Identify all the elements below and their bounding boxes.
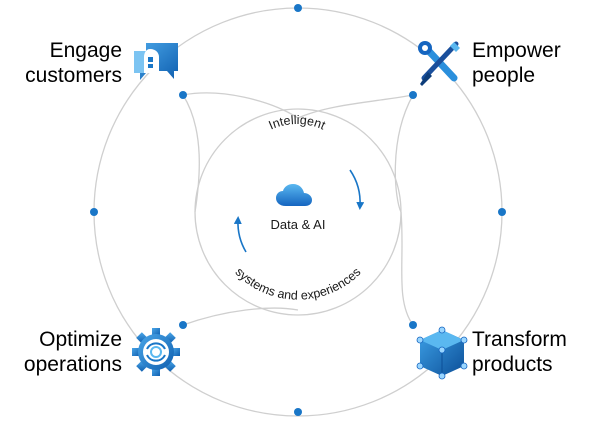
gear-icon <box>132 328 180 376</box>
node-dot <box>409 91 417 99</box>
transform-label-line1: Transform <box>472 328 567 351</box>
node-dot <box>179 321 187 329</box>
node-dot <box>294 4 302 12</box>
optimize-label-line2: operations <box>24 353 122 376</box>
systems-arc-textpath: systems and experiences <box>233 265 364 303</box>
node-dot <box>90 208 98 216</box>
intelligent-arc-textpath: Intelligent <box>267 113 328 133</box>
transform-label-line2: products <box>472 353 553 376</box>
systems-arc-text: systems and experiences <box>233 265 364 303</box>
connector-top-left <box>182 92 299 119</box>
cloud-icon <box>276 184 312 206</box>
engage-label-line2: customers <box>25 64 122 87</box>
node-dot <box>294 408 302 416</box>
core-label: Data & AI <box>271 217 326 232</box>
connector-top-right <box>297 94 414 119</box>
connector-bottom-left <box>182 307 299 326</box>
empower-label-line2: people <box>472 64 535 87</box>
connector-right <box>394 94 414 213</box>
connector-bottom-right <box>400 211 414 326</box>
node-dot <box>179 91 187 99</box>
cube-icon <box>416 326 468 380</box>
node-dot <box>498 208 506 216</box>
cycle-arrow-left <box>233 216 247 253</box>
intelligent-arc-text: Intelligent <box>267 113 328 133</box>
cycle-arrow-right <box>349 169 365 210</box>
node-dots <box>90 4 506 416</box>
chat-bubbles-icon <box>134 43 178 80</box>
wrench-screwdriver-icon <box>418 41 460 86</box>
inner-ring <box>194 108 402 316</box>
empower-label-line1: Empower <box>472 39 561 62</box>
engage-label-line1: Engage <box>50 39 122 62</box>
connector-left <box>182 94 200 213</box>
node-dot <box>409 321 417 329</box>
optimize-label-line1: Optimize <box>39 328 122 351</box>
